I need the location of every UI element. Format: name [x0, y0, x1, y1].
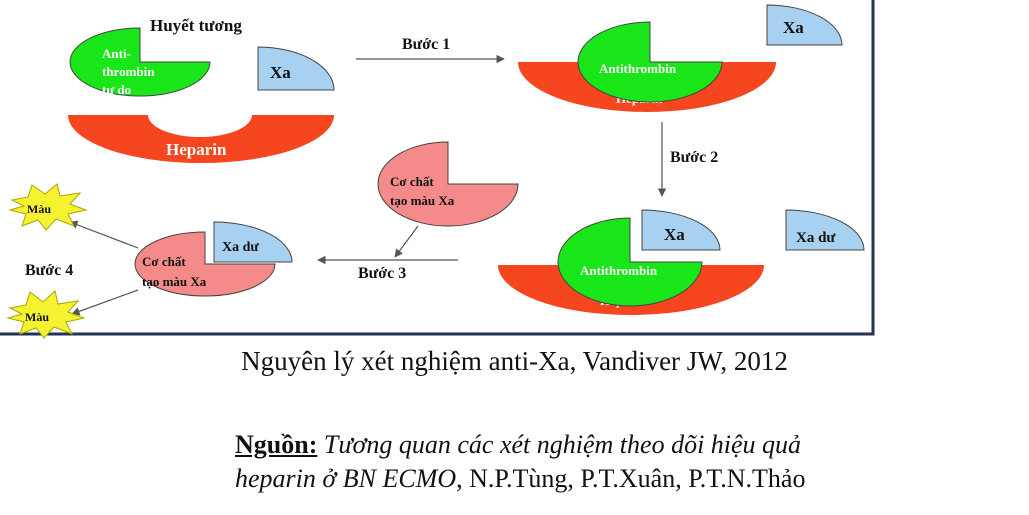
color-burst-top — [8, 183, 88, 231]
plasma-label: Huyết tương — [150, 16, 242, 35]
step1-label: Bước 1 — [402, 36, 450, 53]
source-authors: , N.P.Tùng, P.T.Xuân, P.T.N.Thảo — [456, 464, 806, 493]
substrate-label-top-1: Cơ chất — [390, 174, 434, 189]
heparin-shape-free — [68, 115, 334, 163]
free-antithrombin-label-3: tự do — [102, 82, 131, 97]
xa-residual-shape-right — [785, 209, 865, 251]
xa-label-bound: Xa — [664, 225, 685, 244]
anti-xa-diagram: Huyết tương Anti- thrombin tự do Xa Hepa… — [0, 0, 875, 339]
source-citation: Nguồn: Tương quan các xét nghiệm theo dõ… — [235, 428, 1025, 496]
xa-residual-shape-left — [213, 221, 293, 263]
substrate-label-top-2: tạo màu Xa — [390, 193, 455, 208]
figure-caption: Nguyên lý xét nghiệm anti-Xa, Vandiver J… — [241, 346, 788, 376]
color-arrow-top — [69, 220, 139, 249]
xa-shape-top-right — [766, 4, 843, 46]
step4-label: Bước 4 — [25, 262, 73, 279]
color-arrow-bottom — [71, 289, 139, 316]
free-antithrombin-shape — [69, 27, 211, 97]
xa-label-free: Xa — [270, 63, 291, 82]
antithrombin-shape-complex-2 — [557, 217, 703, 307]
color-burst-bottom — [6, 290, 86, 339]
color-label-bottom: Màu — [25, 310, 49, 324]
xa-shape-bound — [641, 209, 721, 251]
substrate-arrow — [394, 225, 419, 258]
xa-shape-free — [257, 46, 335, 91]
step2-label: Bước 2 — [670, 149, 718, 166]
step3-label: Bước 3 — [358, 265, 406, 282]
source-title-line1: Tương quan các xét nghiệm theo dõi hiệu … — [323, 430, 802, 459]
color-label-top: Màu — [27, 202, 51, 216]
free-antithrombin-label-2: thrombin — [102, 64, 155, 79]
source-label: Nguồn: — [235, 430, 318, 459]
xa-residual-label-right: Xa dư — [796, 230, 836, 246]
substrate-shape-top — [377, 141, 519, 227]
antithrombin-label-complex-2: Antithrombin — [580, 263, 658, 278]
xa-residual-label-left: Xa dư — [222, 240, 259, 255]
source-title-line2: heparin ở BN ECMO — [235, 464, 457, 493]
antithrombin-label-complex-1: Antithrombin — [599, 61, 677, 76]
heparin-label-free: Heparin — [166, 140, 227, 159]
substrate-label-bottom-2: tạo màu Xa — [142, 274, 207, 289]
xa-label-top-right: Xa — [783, 18, 804, 37]
substrate-label-bottom-1: Cơ chất — [142, 254, 186, 269]
substrate-shape-bottom — [134, 231, 276, 297]
free-antithrombin-label-1: Anti- — [102, 46, 131, 61]
antithrombin-shape-complex-1 — [577, 21, 723, 103]
